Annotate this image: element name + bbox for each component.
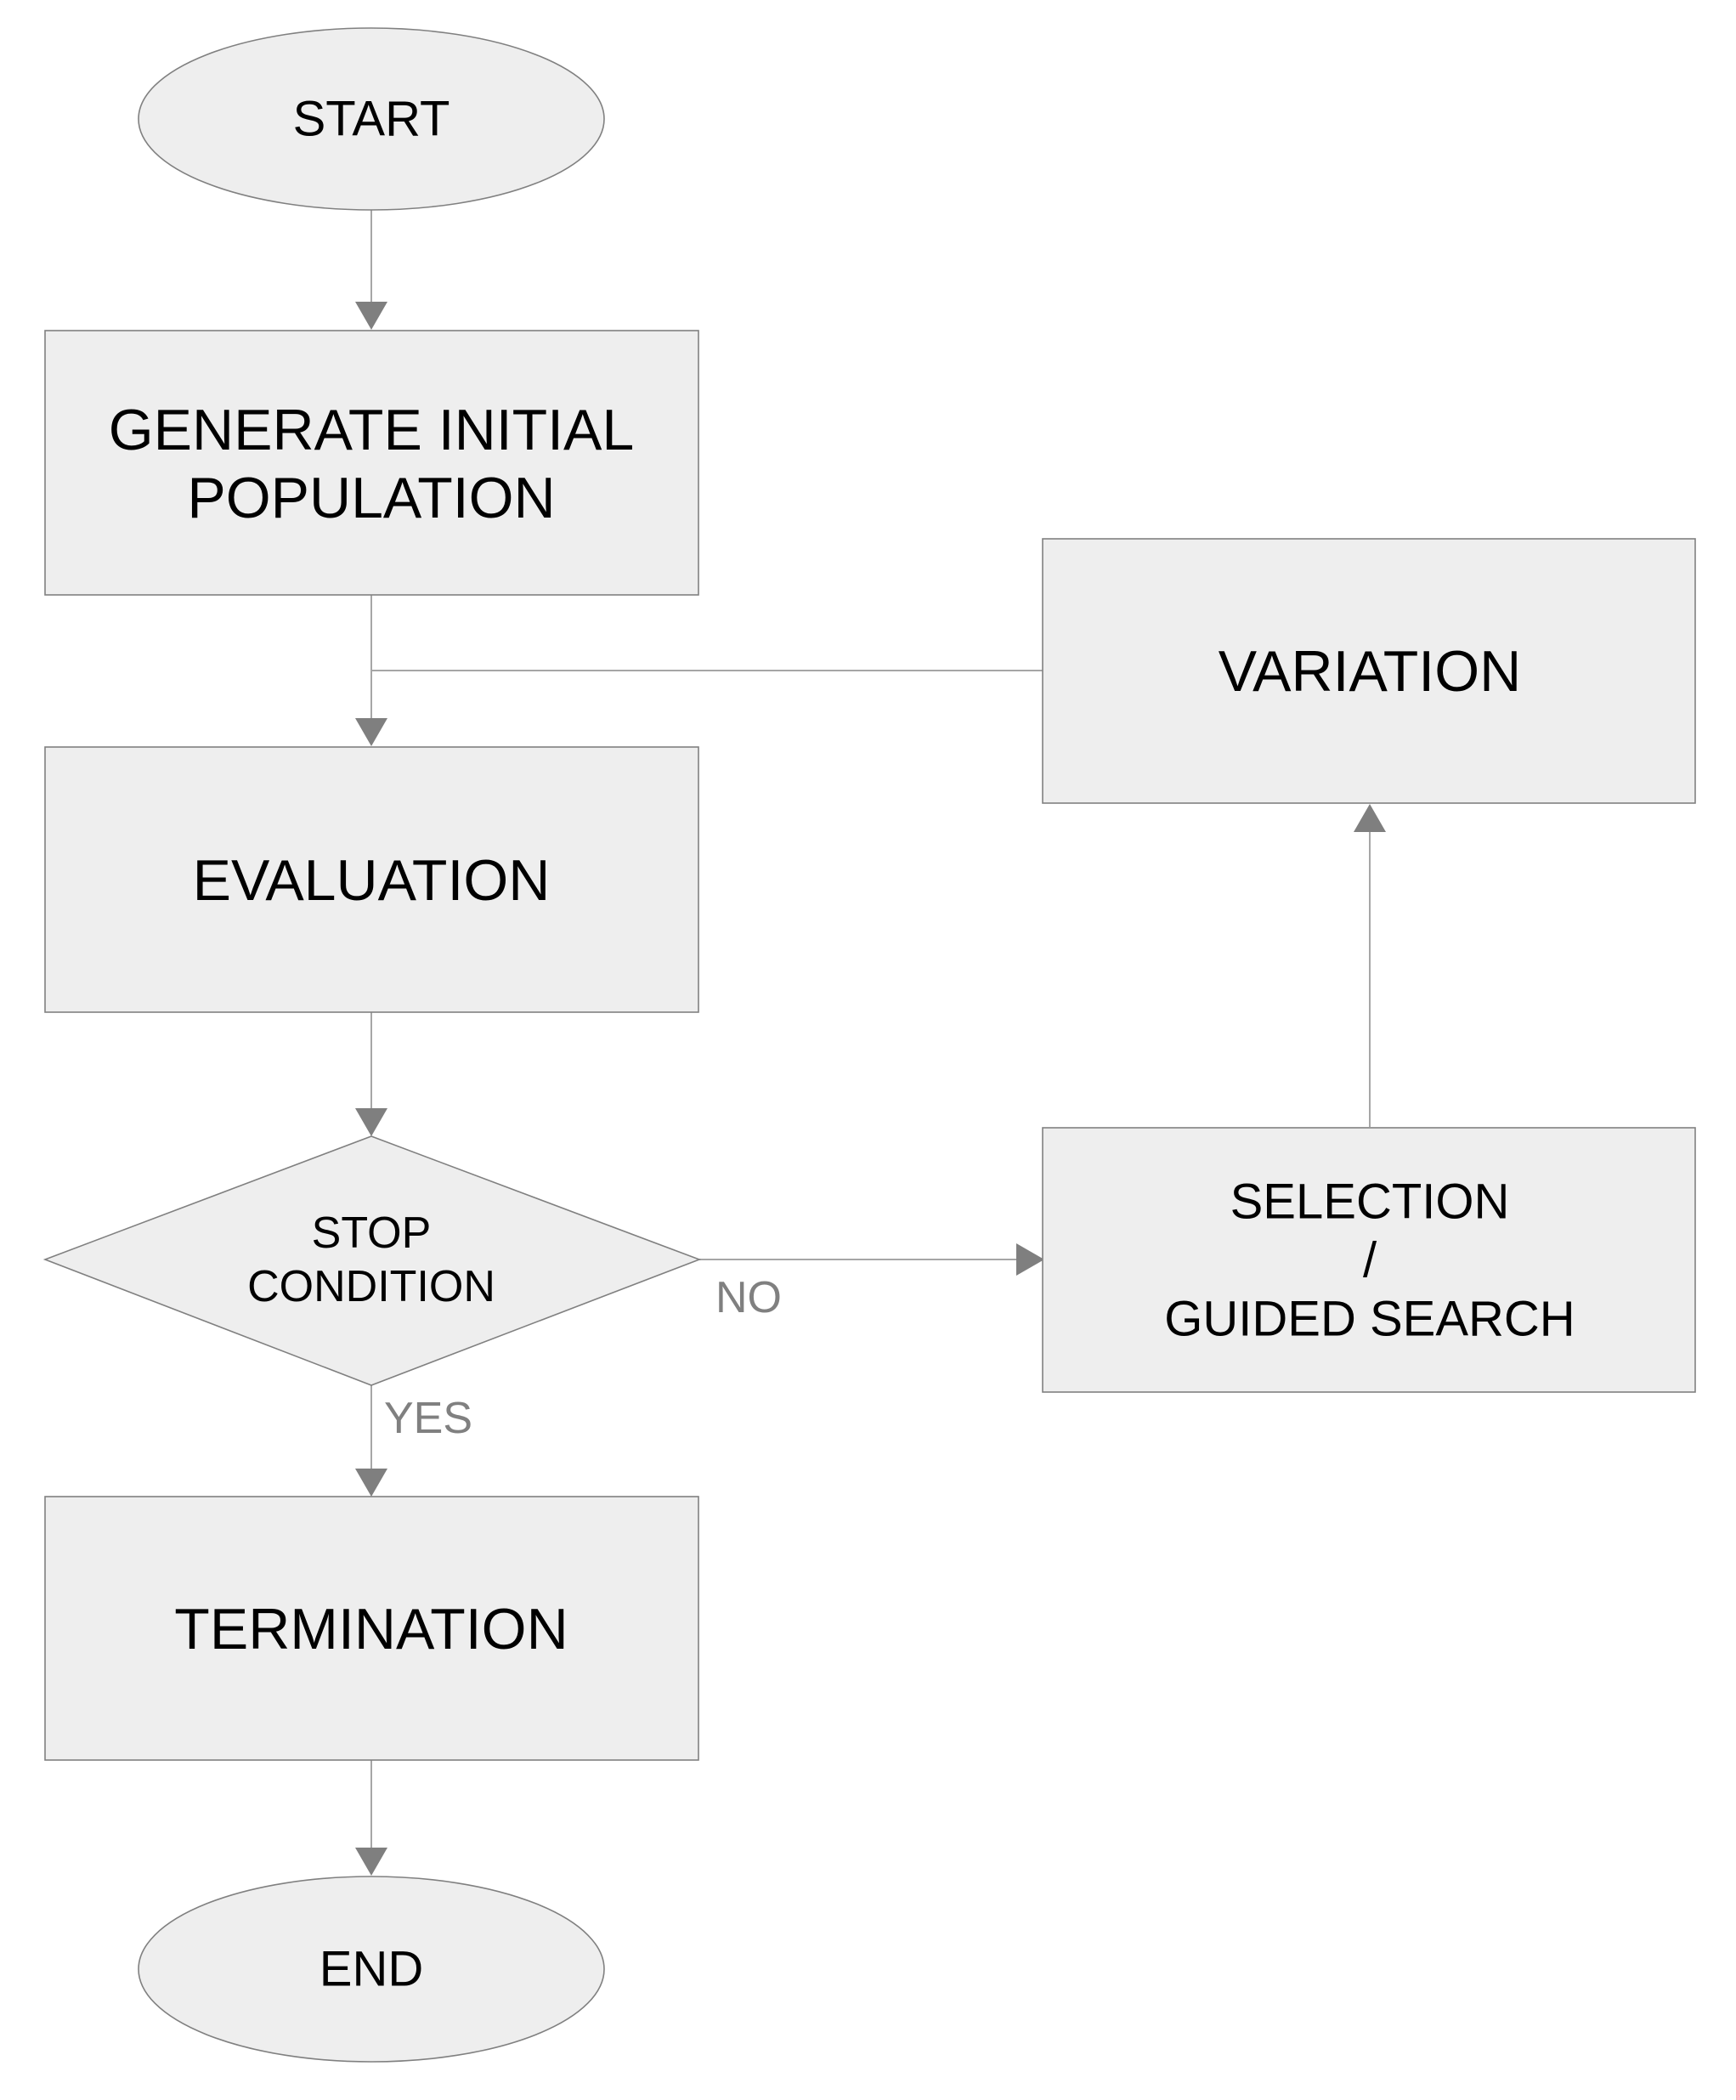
variation-label: VARIATION bbox=[1219, 639, 1521, 704]
arrowhead-to-stop bbox=[355, 1108, 387, 1136]
selection-label-line-2: / bbox=[1363, 1233, 1377, 1288]
connectors bbox=[370, 210, 1371, 1848]
stop-condition-diamond bbox=[42, 1135, 702, 1386]
generate-node: GENERATE INITIAL POPULATION bbox=[44, 330, 699, 596]
selection-box bbox=[1042, 1127, 1696, 1393]
start-ellipse bbox=[138, 27, 605, 211]
arrowhead-to-end bbox=[355, 1848, 387, 1876]
yes-edge-label: YES bbox=[384, 1394, 472, 1443]
arrowhead-to-variation bbox=[1354, 804, 1386, 832]
start-node: START bbox=[138, 27, 605, 211]
termination-label: TERMINATION bbox=[174, 1597, 568, 1661]
selection-label-line-3: GUIDED SEARCH bbox=[1164, 1292, 1575, 1347]
variation-node: VARIATION bbox=[1042, 538, 1696, 804]
termination-box bbox=[44, 1496, 699, 1761]
stop-condition-label-line-2: CONDITION bbox=[247, 1262, 495, 1311]
arrowhead-to-generate bbox=[355, 302, 387, 330]
stop-condition-node: STOP CONDITION bbox=[42, 1135, 702, 1386]
generate-label-line-2: POPULATION bbox=[187, 466, 555, 530]
evaluation-box bbox=[44, 746, 699, 1013]
selection-label-line-1: SELECTION bbox=[1230, 1175, 1510, 1230]
evaluation-label: EVALUATION bbox=[193, 848, 551, 913]
end-ellipse bbox=[138, 1876, 605, 2063]
end-node: END bbox=[138, 1876, 605, 2063]
termination-node: TERMINATION bbox=[44, 1496, 699, 1761]
arrowheads bbox=[355, 302, 1386, 1876]
evaluation-node: EVALUATION bbox=[44, 746, 699, 1013]
start-label: START bbox=[293, 92, 450, 147]
no-edge-label: NO bbox=[715, 1273, 782, 1322]
arrowhead-to-evaluation bbox=[355, 718, 387, 746]
arrowhead-to-selection bbox=[1016, 1243, 1044, 1276]
stop-condition-label-line-1: STOP bbox=[312, 1208, 432, 1258]
generate-label-line-1: GENERATE INITIAL bbox=[109, 398, 634, 462]
arrowhead-to-termination bbox=[355, 1469, 387, 1497]
selection-node: SELECTION / GUIDED SEARCH bbox=[1042, 1127, 1696, 1393]
end-label: END bbox=[319, 1942, 423, 1997]
variation-box bbox=[1042, 538, 1696, 804]
generate-box bbox=[44, 330, 699, 596]
